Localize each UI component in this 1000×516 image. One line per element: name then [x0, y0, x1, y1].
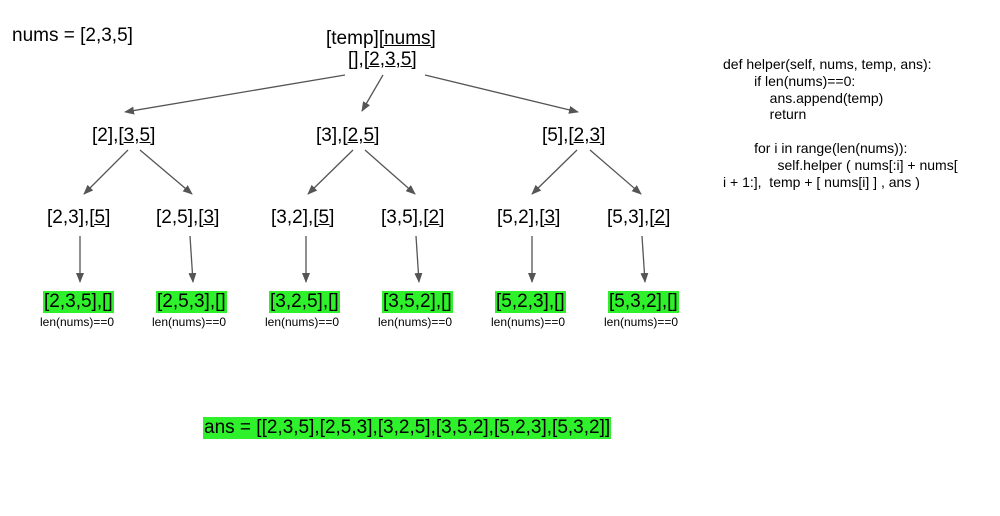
edge-arrow — [424, 74, 579, 114]
edge-arrow — [640, 235, 649, 283]
level2-nums: [5] — [313, 207, 335, 228]
level2-node: [2,5],[3] — [156, 207, 219, 229]
code-line: self.helper ( nums[:i] + nums[ — [723, 156, 958, 173]
edge-arrow — [414, 235, 423, 283]
edge-arrow — [361, 74, 384, 112]
ans-result: ans = [[2,3,5],[2,5,3],[3,2,5],[3,5,2],[… — [203, 417, 612, 439]
level2-node: [5,3],[2] — [607, 207, 670, 229]
level2-temp: [5,3], — [607, 207, 650, 228]
level2-temp: [5,2], — [497, 207, 540, 228]
level1-nums: [2,3] — [568, 125, 606, 146]
level2-temp: [2,3], — [47, 207, 90, 228]
code-line: for i in range(len(nums)): — [723, 139, 908, 156]
level2-nums: [3] — [539, 207, 561, 228]
level2-node: [3,5],[2] — [381, 207, 444, 229]
nums-label: nums = [2,3,5] — [12, 25, 133, 46]
level2-node: [3,2],[5] — [271, 207, 334, 229]
leaf-node: [2,3,5],[] — [43, 291, 114, 313]
level2-nums: [2] — [423, 207, 445, 228]
edge-arrow — [364, 149, 416, 195]
leaf-note: len(nums)==0 — [378, 315, 453, 329]
leaf-node: [5,3,2],[] — [608, 291, 679, 313]
code-line: return — [723, 106, 807, 123]
level2-nums: [5] — [89, 207, 111, 228]
root-header-temp: [temp] — [326, 28, 379, 49]
edge-arrow — [188, 235, 197, 283]
leaf-note: len(nums)==0 — [491, 315, 566, 329]
leaf-note: len(nums)==0 — [152, 315, 227, 329]
leaf-node: [5,2,3],[] — [495, 291, 566, 313]
code-line — [723, 123, 958, 140]
edge-arrow — [307, 149, 354, 195]
root-nums: [2,3,5] — [363, 49, 417, 70]
leaf-note: len(nums)==0 — [40, 315, 115, 329]
level2-temp: [3,2], — [271, 207, 314, 228]
level1-nums: [3,5] — [118, 125, 156, 146]
leaf-node: [2,5,3],[] — [156, 291, 227, 313]
edge-arrow — [589, 149, 642, 195]
leaf-note: len(nums)==0 — [265, 315, 340, 329]
level1-temp: [2], — [92, 125, 119, 146]
root-header-nums: [nums] — [378, 28, 436, 49]
root-temp: [], — [348, 49, 364, 70]
level1-node: [2],[3,5] — [92, 125, 155, 147]
root-header: [temp][nums] — [326, 28, 436, 50]
edge-arrow — [83, 149, 129, 195]
code-line: i + 1:], temp + [ nums[i] ] , ans ) — [723, 173, 920, 190]
edge-arrow — [139, 149, 193, 195]
level2-node: [5,2],[3] — [497, 207, 560, 229]
level1-temp: [3], — [316, 125, 343, 146]
level1-node: [5],[2,3] — [542, 125, 605, 147]
level2-temp: [3,5], — [381, 207, 424, 228]
edge-arrow — [124, 74, 346, 115]
code-block: def helper(self, nums, temp, ans): if le… — [723, 56, 958, 190]
code-line: if len(nums)==0: — [723, 72, 856, 89]
code-line: def helper(self, nums, temp, ans): — [723, 56, 932, 72]
leaf-node: [3,2,5],[] — [269, 291, 340, 313]
level2-nums: [3] — [198, 207, 220, 228]
level2-nums: [2] — [649, 207, 671, 228]
level1-temp: [5], — [542, 125, 569, 146]
level1-node: [3],[2,5] — [316, 125, 379, 147]
level1-nums: [2,5] — [342, 125, 380, 146]
root-node: [],[2,3,5] — [348, 49, 417, 71]
edge-arrow — [531, 149, 578, 195]
level2-temp: [2,5], — [156, 207, 199, 228]
code-line: ans.append(temp) — [723, 89, 884, 106]
leaf-node: [3,5,2],[] — [382, 291, 453, 313]
level2-node: [2,3],[5] — [47, 207, 110, 229]
leaf-note: len(nums)==0 — [604, 315, 679, 329]
